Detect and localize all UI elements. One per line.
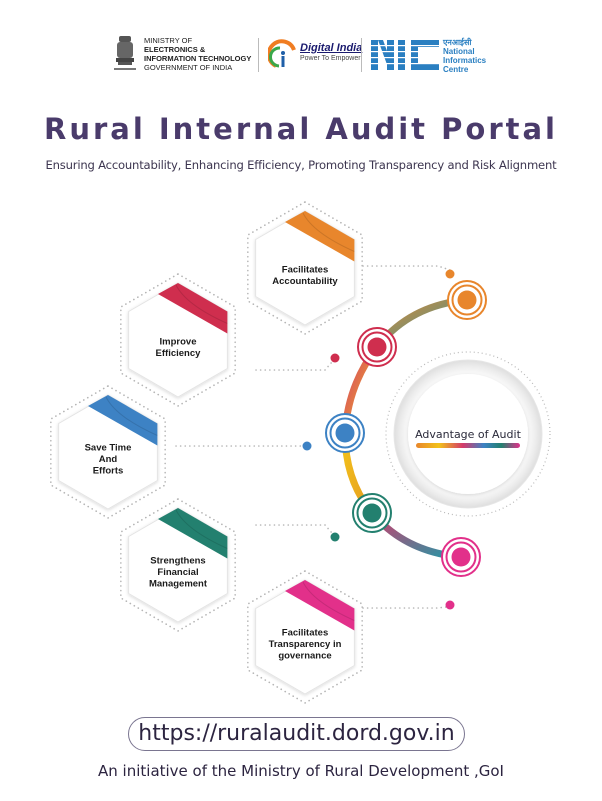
- page-title: Rural Internal Audit Portal: [43, 112, 558, 146]
- connector-dot-financial: [330, 532, 340, 542]
- hex-label-line: Efforts: [93, 466, 124, 477]
- nic-logo-icon: [371, 40, 439, 70]
- portal-url-link[interactable]: https://ruralaudit.dord.gov.in: [128, 717, 465, 751]
- hex-label-line: governance: [278, 651, 331, 662]
- hex-label-line: Facilitates: [282, 628, 328, 639]
- digital-india-tagline: Power To Empower: [300, 55, 361, 62]
- nic-line3: Centre: [443, 65, 469, 74]
- logo-divider: [361, 38, 362, 72]
- connector-dot-accountability: [445, 269, 455, 279]
- arc-node-transparency: [441, 537, 481, 577]
- hex-label-line: Strengthens: [150, 556, 205, 567]
- meity-line3: INFORMATION TECHNOLOGY: [144, 54, 252, 63]
- connector-line-financial: [255, 524, 333, 534]
- hex-dotted-outline: [120, 498, 236, 632]
- arc-node-save-time: [325, 413, 365, 453]
- center-inner-disc: [408, 374, 528, 494]
- digital-india-title: Digital India: [300, 42, 363, 54]
- hex-ribbon: [285, 211, 355, 262]
- meity-logo-text: MINISTRY OF ELECTRONICS & INFORMATION TE…: [144, 36, 251, 72]
- hex-label-line: Improve: [160, 336, 197, 347]
- footer-initiative-text: An initiative of the Ministry of Rural D…: [98, 762, 504, 780]
- hex-ribbon: [158, 508, 228, 559]
- nic-line1: National: [443, 47, 475, 56]
- nic-line2: Informatics: [443, 56, 487, 65]
- hex-dotted-outline: [247, 201, 363, 335]
- arc-node-efficiency: [357, 327, 397, 367]
- arc-node-financial: [352, 493, 392, 533]
- hex-label-line: Management: [149, 579, 208, 590]
- hex-label-line: Facilitates: [282, 264, 328, 275]
- hex-dotted-outline: [50, 385, 166, 519]
- hex-dotted-outline: [120, 273, 236, 407]
- center-dotted-ring: [385, 351, 551, 517]
- center-circle: Advantage of Audit: [385, 351, 551, 517]
- hex-ribbon: [285, 580, 355, 631]
- digital-india-logo-icon: [268, 39, 296, 68]
- arc-node-accountability: [447, 280, 487, 320]
- connector-dot-save-time: [302, 441, 312, 451]
- center-label: Advantage of Audit: [415, 428, 521, 441]
- page-subtitle: Ensuring Accountability, Enhancing Effic…: [45, 158, 557, 172]
- hex-ribbon: [88, 395, 158, 446]
- connector-line-accountability: [362, 265, 451, 271]
- hex-label-line: Financial: [157, 567, 198, 578]
- meity-line4: GOVERNMENT OF INDIA: [144, 63, 233, 72]
- hex-dotted-outline: [247, 570, 363, 704]
- header-logos: MINISTRY OF ELECTRONICS & INFORMATION TE…: [0, 30, 602, 80]
- meity-line1: MINISTRY OF: [144, 36, 193, 45]
- connector-line-transparency: [362, 606, 447, 609]
- hex-label-line: Accountability: [272, 276, 338, 287]
- national-emblem-icon: [114, 36, 136, 70]
- logo-divider: [258, 38, 259, 72]
- hex-label-line: Efficiency: [156, 348, 202, 359]
- hex-label-line: Transparency in: [269, 639, 342, 650]
- hex-ribbon: [158, 283, 228, 334]
- connector-line-efficiency: [255, 361, 333, 371]
- hex-label-line: And: [99, 454, 118, 465]
- nic-hindi: एनआईसी: [443, 38, 472, 47]
- digital-india-text: Digital India Power To Empower: [300, 42, 362, 62]
- connector-dot-efficiency: [330, 353, 340, 363]
- hex-label-line: Save Time: [85, 443, 132, 454]
- nic-logo-text: एनआईसी National Informatics Centre: [443, 38, 486, 74]
- center-gradient-bar: [416, 443, 520, 448]
- meity-line2: ELECTRONICS &: [144, 45, 206, 54]
- connector-dot-transparency: [445, 600, 455, 610]
